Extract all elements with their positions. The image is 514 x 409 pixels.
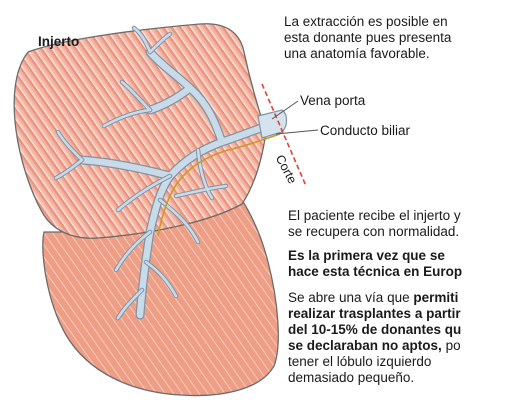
vena-porta-leader	[271, 100, 299, 120]
liver-main-lobe	[13, 23, 267, 239]
explanation-line: Se abre una vía que permiti	[288, 290, 461, 306]
conducto-biliar-leader	[275, 129, 319, 135]
explanation-line: se declaraban no aptos, po	[288, 338, 461, 354]
explanation-line: del 10-15% de donantes qu	[288, 322, 462, 337]
headline-line: hace esta técnica en Europ	[288, 264, 463, 279]
intro-line: esta donante pues presenta	[284, 30, 452, 45]
intro-text: La extracción es posible en esta donante…	[284, 14, 451, 62]
explanation-segment-bold: permiti	[413, 290, 459, 305]
recovery-line: El paciente recibe el injerto y	[288, 208, 461, 223]
recovery-text: El paciente recibe el injerto y se recup…	[288, 208, 461, 240]
intro-line: La extracción es posible en	[284, 14, 448, 29]
graft-label: Injerto	[38, 34, 80, 49]
headline-text: Es la primera vez que se hace esta técni…	[288, 248, 462, 280]
explanation-segment-bold: se declaraban no aptos,	[288, 338, 442, 353]
explanation-segment: Se abre una vía que	[288, 290, 414, 305]
explanation-segment: po	[441, 338, 461, 353]
headline-line: Es la primera vez que se	[288, 248, 445, 263]
portal-vein-label: Vena porta	[300, 93, 366, 108]
bile-duct	[157, 133, 281, 237]
explanation-line: demasiado pequeño.	[288, 370, 415, 385]
recovery-line: se recupera con normalidad.	[288, 224, 460, 239]
explanation-line: tener el lóbulo izquierdo	[288, 354, 432, 369]
cut-line	[261, 83, 307, 187]
intro-line: una anatomía favorable.	[284, 46, 430, 61]
bile-duct-label: Conducto biliar	[320, 123, 411, 138]
explanation-text: Se abre una vía que permiti realizar tra…	[288, 290, 461, 386]
explanation-line: realizar trasplantes a partir	[288, 306, 461, 321]
portal-vein-tree	[53, 25, 277, 321]
